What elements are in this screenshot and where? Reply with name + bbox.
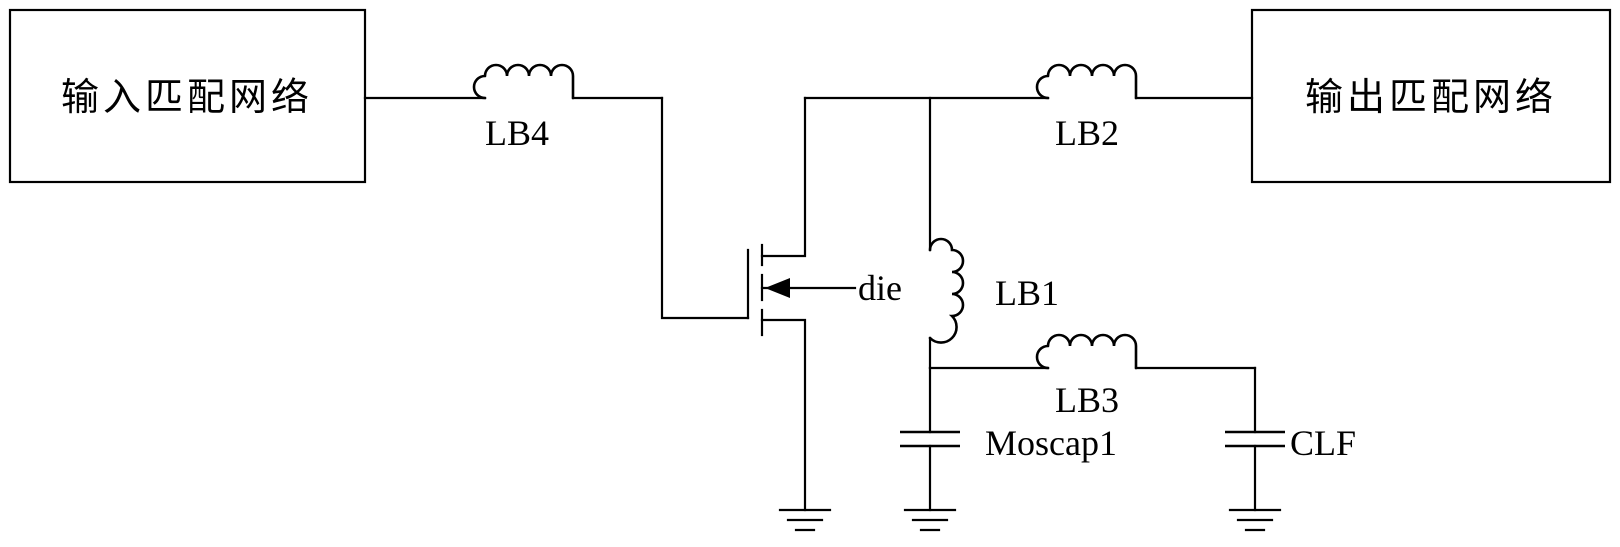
inductor-lb2	[1037, 65, 1136, 98]
source-lead	[762, 320, 805, 510]
input-matching-network-block: 输入匹配网络	[10, 10, 365, 182]
label-lb4: LB4	[485, 113, 549, 153]
drain-lead	[762, 98, 805, 256]
inductor-lb4	[474, 65, 573, 98]
transistor-die	[748, 98, 855, 510]
output-matching-network-block: 输出匹配网络	[1252, 10, 1610, 182]
input-network-label: 输入匹配网络	[61, 75, 313, 119]
inductor-lb3	[1037, 335, 1136, 368]
ground-icon	[1230, 510, 1280, 530]
wire-gate	[662, 98, 748, 318]
body-arrow-icon	[765, 278, 790, 298]
label-die: die	[858, 268, 902, 308]
label-moscap1: Moscap1	[985, 423, 1117, 463]
inductor-lb1	[930, 239, 963, 343]
label-lb1: LB1	[995, 273, 1059, 313]
ground-icon	[780, 510, 830, 530]
label-lb3: LB3	[1055, 380, 1119, 420]
output-network-label: 输出匹配网络	[1305, 75, 1557, 119]
label-clf: CLF	[1290, 423, 1356, 463]
label-lb2: LB2	[1055, 113, 1119, 153]
ground-icon	[905, 510, 955, 530]
